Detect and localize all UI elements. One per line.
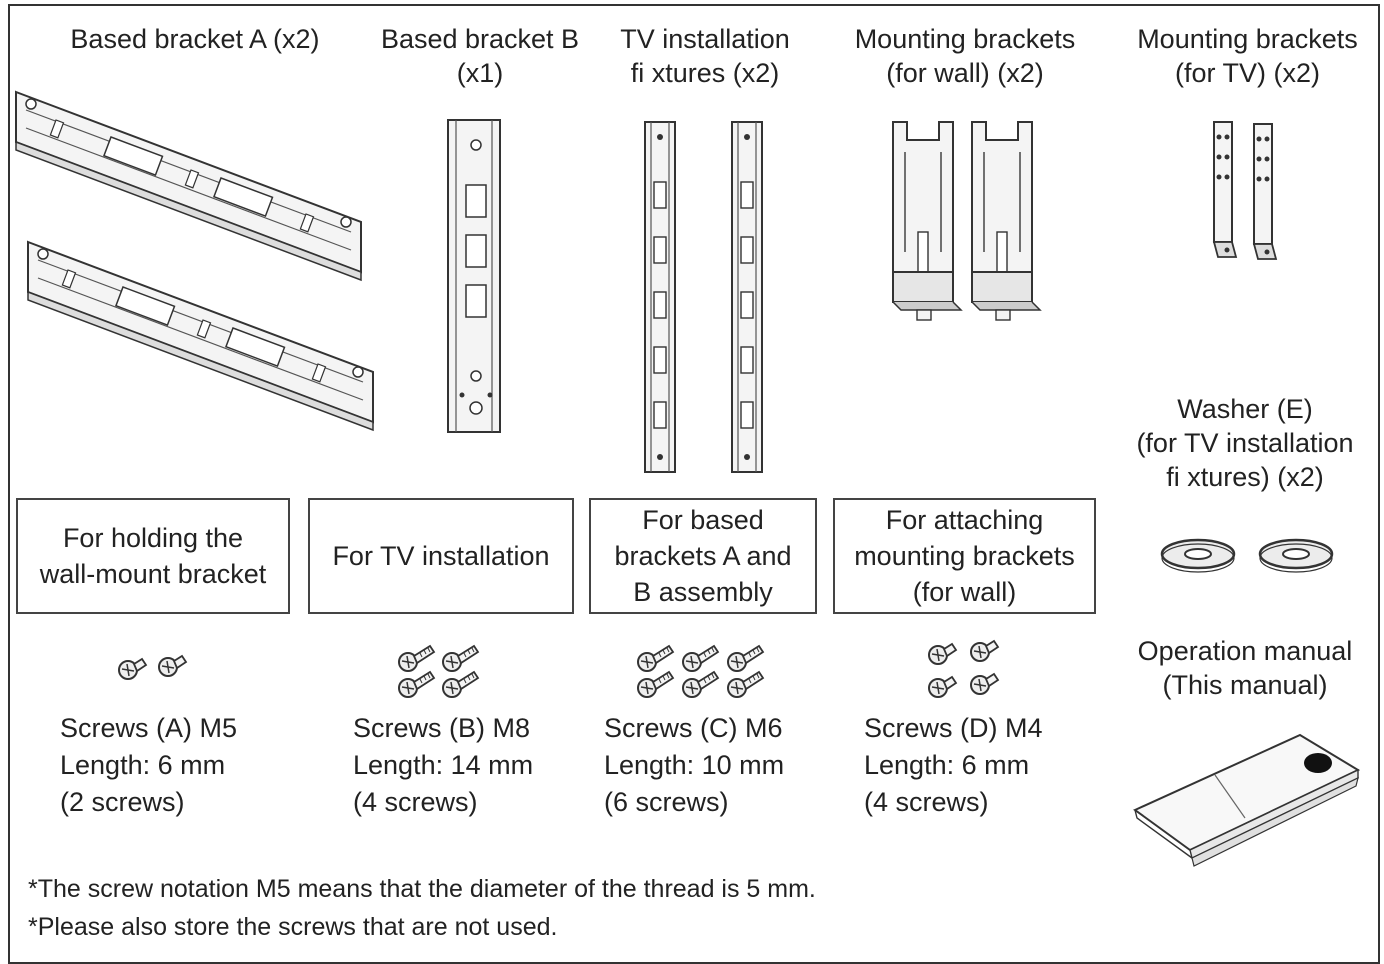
screw-c-5 xyxy=(682,671,719,698)
screw-c-4 xyxy=(637,671,674,698)
screw-d-2 xyxy=(970,640,999,662)
screw-d-3 xyxy=(928,676,957,698)
washer-illustration-2 xyxy=(1258,538,1334,574)
screw-d-4 xyxy=(970,673,999,695)
screw-c-6 xyxy=(727,671,764,698)
manual-illustration xyxy=(1133,733,1361,867)
footnote-screw-notation: *The screw notation M5 means that the di… xyxy=(28,875,816,903)
screw-c-2 xyxy=(682,645,719,672)
label-mount-tv: Mounting brackets(for TV) (x2) xyxy=(1137,24,1358,88)
tv-fixture-illustration-1 xyxy=(644,121,676,473)
label-mount-wall: Mounting brackets(for wall) (x2) xyxy=(854,24,1076,88)
label-bracket-a: Based bracket A (x2) xyxy=(70,24,320,54)
mount-wall-illustration-2 xyxy=(971,121,1041,321)
tv-fixture-illustration-2 xyxy=(731,121,763,473)
label-manual: Operation manual(This manual) xyxy=(1137,636,1353,700)
screw-b-4 xyxy=(442,671,479,698)
screw-a-1 xyxy=(118,658,147,680)
bracket-a-illustration-1 xyxy=(15,91,362,281)
bracket-a-illustration-2 xyxy=(27,241,374,431)
washer-illustration-1 xyxy=(1160,538,1236,574)
mount-tv-illustration-2 xyxy=(1253,123,1277,260)
footnote-store-screws: *Please also store the screws that are n… xyxy=(28,913,558,941)
label-bracket-b: Based bracket B(x1) xyxy=(380,24,580,88)
screw-c-3 xyxy=(727,645,764,672)
mount-tv-illustration-1 xyxy=(1213,121,1237,258)
screw-b-2 xyxy=(442,645,479,672)
mount-wall-illustration-1 xyxy=(892,121,962,321)
purpose-box-b: For TV installation xyxy=(308,498,574,614)
screw-a-2 xyxy=(158,655,187,677)
screw-d-1 xyxy=(928,643,957,665)
screw-b-3 xyxy=(398,671,435,698)
screw-b-1 xyxy=(398,645,435,672)
screw-c-1 xyxy=(637,645,674,672)
bracket-b-illustration xyxy=(447,119,501,433)
